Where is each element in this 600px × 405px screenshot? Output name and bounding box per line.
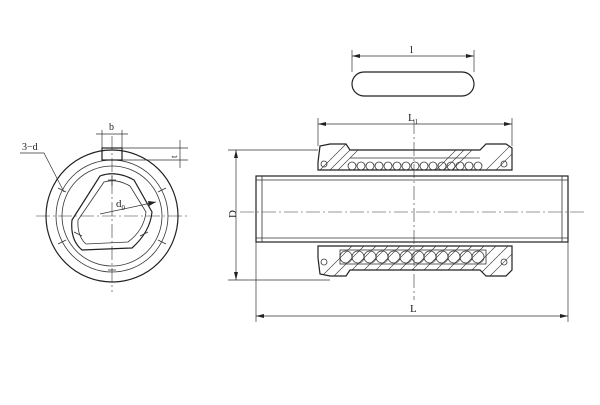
label-d0: d0 (116, 198, 126, 212)
seal-upper-left (320, 160, 328, 168)
d0-arrow (148, 201, 156, 206)
seal-lower-right (500, 258, 508, 266)
upper-ball-row (347, 161, 483, 171)
L-arrow-left (256, 314, 264, 318)
label-3-d: 3−d (22, 142, 38, 153)
seal-lower-left (320, 258, 328, 266)
retainer-cage (71, 173, 153, 251)
three-d-leader (20, 152, 65, 193)
notch-right-upper (157, 187, 167, 193)
shaft-body (255, 175, 569, 243)
d0-leader (99, 201, 157, 215)
label-L1: L1 (408, 112, 419, 126)
upper-housing-outline (317, 143, 513, 171)
l-arrow-right (466, 54, 474, 58)
lower-ball-row (339, 250, 485, 264)
L-arrow-right (560, 314, 568, 318)
L1-arrow-right (504, 122, 512, 126)
label-L1-sub: 1 (415, 118, 419, 126)
label-b: b (109, 122, 114, 133)
label-D: D (227, 210, 239, 218)
label-L1-main: L (408, 112, 415, 124)
label-l: l (410, 44, 413, 56)
notch-right-lower (157, 239, 167, 245)
notch-left-upper (57, 187, 67, 193)
D-arrow-top (234, 150, 238, 158)
L1-arrow-left (318, 122, 326, 126)
lower-housing (317, 245, 513, 277)
cage-tabs-side (73, 231, 149, 237)
seal-upper-right (500, 160, 508, 168)
l-arrow-left (352, 54, 360, 58)
key-view: l (351, 44, 475, 97)
label-L: L (410, 303, 417, 315)
label-t: t (169, 155, 179, 158)
notch-left-lower (57, 239, 67, 245)
retainer-cage-inner (77, 180, 147, 245)
key-body (351, 71, 475, 97)
label-d0-main: d (116, 198, 122, 210)
label-d0-sub: 0 (122, 204, 126, 212)
D-arrow-bottom (234, 272, 238, 280)
lower-housing-outline (317, 245, 513, 277)
end-view: d0 b t 3−d (20, 122, 188, 292)
shaft (255, 175, 569, 243)
upper-housing (317, 143, 513, 171)
section-view: L1 L D (227, 112, 586, 322)
